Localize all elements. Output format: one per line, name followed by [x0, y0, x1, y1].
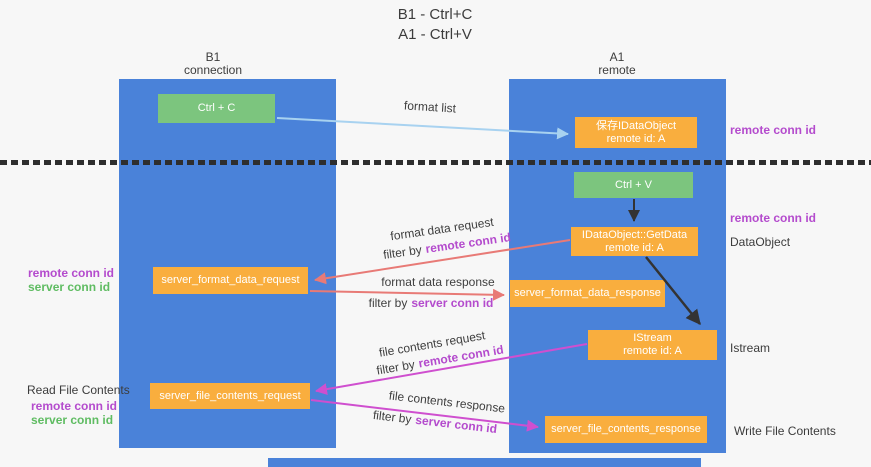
- save-dataobject-node: 保存IDataObject remote id: A: [575, 117, 697, 148]
- istream-line1: IStream: [633, 332, 672, 344]
- write-file-contents-label: Write File Contents: [734, 424, 836, 438]
- ctrl-v-node: Ctrl + V: [574, 172, 693, 198]
- column-b1-role: connection: [183, 63, 243, 77]
- server-format-data-request-node: server_format_data_request: [153, 267, 308, 294]
- save-dataobject-line2: remote id: A: [606, 132, 666, 145]
- ctrl-c-label: Ctrl + C: [197, 102, 236, 114]
- session-separator-dotted-line: [0, 160, 871, 165]
- dataobject-label: DataObject: [730, 235, 791, 249]
- save-dataobject-line1: 保存IDataObject: [595, 119, 677, 132]
- server-format-data-response-node: server_format_data_response: [510, 280, 665, 307]
- server-conn-id-label-left-2: server conn id: [31, 413, 114, 427]
- ctrl-v-label: Ctrl + V: [615, 178, 652, 191]
- format-data-response-filter-value: server conn id: [411, 296, 494, 310]
- ctrl-c-node: Ctrl + C: [158, 94, 275, 123]
- title-line-2: A1 - Ctrl+V: [398, 26, 472, 43]
- column-b1-name: B1: [205, 50, 221, 64]
- server-format-data-request-label: server_format_data_request: [161, 274, 300, 286]
- column-a1-name: A1: [609, 50, 625, 64]
- column-header-b1: B1 connection: [138, 51, 288, 77]
- getdata-line2: remote id: A: [605, 241, 664, 254]
- istream-node: IStream remote id: A: [588, 330, 717, 360]
- read-file-contents-label: Read File Contents: [27, 383, 130, 397]
- istream-line2: remote id: A: [623, 345, 682, 357]
- server-file-contents-request-node: server_file_contents_request: [150, 383, 310, 409]
- bottom-window-edge: [268, 458, 701, 467]
- column-a1-role: remote: [598, 63, 636, 77]
- remote-conn-id-label-left-2: remote conn id: [31, 399, 118, 413]
- server-file-contents-request-label: server_file_contents_request: [159, 389, 301, 402]
- format-data-response-label: format data response: [381, 275, 495, 289]
- title-line-1: B1 - Ctrl+C: [397, 6, 473, 23]
- server-file-contents-response-label: server_file_contents_response: [551, 423, 701, 435]
- format-list-label: format list: [403, 98, 457, 116]
- diagram-title: B1 - Ctrl+C A1 - Ctrl+V: [335, 5, 535, 45]
- arrow-format-data-response: [309, 288, 505, 301]
- server-format-data-response-label: server_format_data_response: [514, 287, 661, 299]
- remote-conn-id-label-top-right: remote conn id: [730, 123, 817, 137]
- server-file-contents-response-node: server_file_contents_response: [545, 416, 707, 443]
- remote-conn-id-label-left-1: remote conn id: [28, 266, 115, 280]
- getdata-node: IDataObject::GetData remote id: A: [571, 227, 698, 256]
- getdata-line1: IDataObject::GetData: [581, 228, 688, 241]
- file-contents-response-filter-value: server conn id: [414, 412, 498, 437]
- istream-side-label: Istream: [730, 341, 771, 355]
- remote-conn-id-label-mid-right: remote conn id: [730, 211, 817, 225]
- column-header-a1: A1 remote: [542, 51, 692, 77]
- server-conn-id-label-left-1: server conn id: [28, 280, 111, 294]
